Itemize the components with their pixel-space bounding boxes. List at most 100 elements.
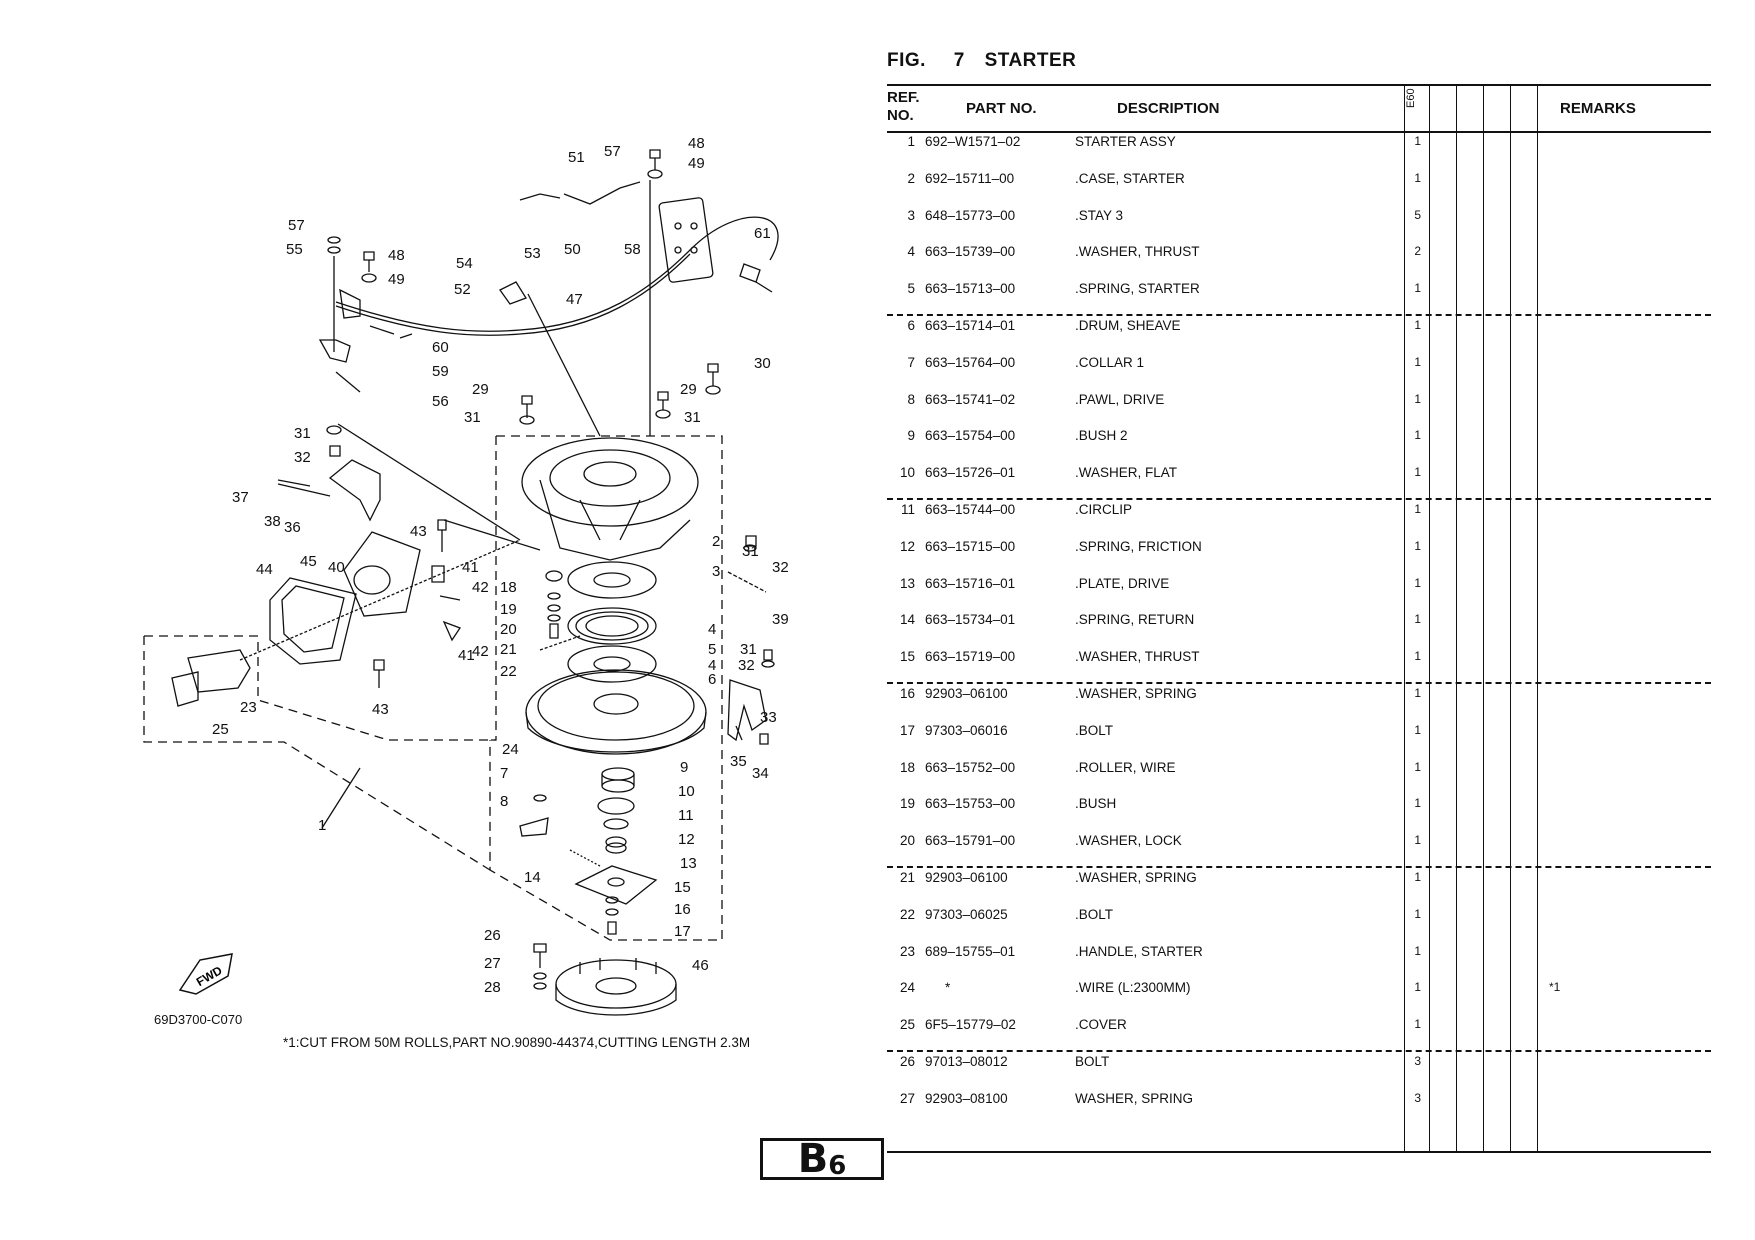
description-cell: .WASHER, FLAT xyxy=(1075,465,1178,481)
column-divider xyxy=(1483,84,1484,1152)
callout-label: 4 xyxy=(708,621,716,638)
callout-label: 9 xyxy=(680,759,688,776)
page-label-letter: B xyxy=(797,1136,829,1182)
group-separator xyxy=(887,682,1711,684)
part-no-cell: 689–15755–01 xyxy=(925,943,1016,959)
table-row: 1 692–W1571–02 STARTER ASSY 1 xyxy=(887,134,1711,170)
description-cell: .WASHER, THRUST xyxy=(1075,649,1200,665)
column-divider xyxy=(1510,84,1511,1152)
header-ref-line2: NO. xyxy=(887,107,914,124)
part-no-cell: 97013–08012 xyxy=(925,1054,1008,1069)
qty-cell: 1 xyxy=(1414,538,1421,553)
callout-label: 39 xyxy=(772,611,789,628)
header-part-no: PART NO. xyxy=(966,100,1037,117)
ref-cell: 17 xyxy=(899,722,915,738)
column-divider xyxy=(1537,84,1538,1152)
callout-label: 3 xyxy=(712,563,720,580)
ref-cell: 8 xyxy=(907,391,915,407)
description-cell: .STAY 3 xyxy=(1075,207,1124,223)
callout-label: 29 xyxy=(472,381,489,398)
header-description: DESCRIPTION xyxy=(1117,100,1220,117)
callout-label: 17 xyxy=(674,923,691,940)
cover-46 xyxy=(555,959,677,1009)
description-cell: STARTER ASSY xyxy=(1075,134,1176,149)
callout-label: 41 xyxy=(458,647,475,664)
callout-label: 42 xyxy=(472,643,489,660)
callout-label: 59 xyxy=(432,363,449,380)
callout-label: 2 xyxy=(712,533,720,550)
ref-cell: 3 xyxy=(907,207,915,223)
column-divider xyxy=(1429,84,1430,1152)
callout-label: 7 xyxy=(500,765,508,782)
callout-label: 43 xyxy=(372,701,389,718)
ref-cell: 1 xyxy=(907,134,915,149)
header-ref-line1: REF. xyxy=(887,89,920,106)
table-header-rule xyxy=(887,131,1711,133)
table-bottom-rule xyxy=(887,1151,1711,1153)
group-separator xyxy=(887,1050,1711,1052)
qty-cell: 1 xyxy=(1414,1017,1421,1032)
callout-labels: 1234546789101112131415161718192021222324… xyxy=(212,135,789,996)
ref-cell: 24 xyxy=(899,980,915,996)
callout-label: 43 xyxy=(410,523,427,540)
footnote: *1:CUT FROM 50M ROLLS,PART NO.90890-4437… xyxy=(283,1035,751,1050)
qty-cell: 5 xyxy=(1414,207,1421,222)
callout-label: 31 xyxy=(742,543,759,560)
callout-label: 31 xyxy=(464,409,481,426)
callout-label: 32 xyxy=(772,559,789,576)
ref-cell: 18 xyxy=(899,759,915,775)
callout-label: 26 xyxy=(484,927,501,944)
callout-label: 36 xyxy=(284,519,301,536)
callout-label: 48 xyxy=(688,135,705,152)
callout-label: 32 xyxy=(738,657,755,674)
ref-cell: 2 xyxy=(907,170,915,186)
exploded-parts-diagram: FWD 123454678910111213141516171819202122… xyxy=(143,135,789,1016)
table-row: 23 689–15755–01 .HANDLE, STARTER 1 xyxy=(887,944,1711,980)
part-no-cell: 663–15741–02 xyxy=(925,391,1016,407)
description-cell: .COVER xyxy=(1075,1017,1127,1033)
callout-label: 30 xyxy=(754,355,771,372)
callout-label: 25 xyxy=(212,721,229,738)
description-cell: .CIRCLIP xyxy=(1075,502,1133,517)
description-cell: .CASE, STARTER xyxy=(1075,170,1185,186)
qty-cell: 1 xyxy=(1414,575,1421,590)
header-ref-no: REF. NO. xyxy=(887,89,920,125)
description-cell: .BUSH xyxy=(1075,796,1117,812)
description-cell: BOLT xyxy=(1075,1054,1110,1069)
callout-label: 35 xyxy=(730,753,747,770)
qty-cell: 1 xyxy=(1414,943,1421,958)
qty-cell: 1 xyxy=(1414,428,1421,443)
ref-cell: 23 xyxy=(899,943,915,959)
header-remarks: REMARKS xyxy=(1560,100,1636,117)
description-cell: .SPRING, STARTER xyxy=(1075,281,1200,297)
ref-cell: 6 xyxy=(907,318,915,333)
remarks-cell: *1 xyxy=(1549,980,1561,995)
callout-label: 40 xyxy=(328,559,345,576)
part-no-cell: 663–15726–01 xyxy=(925,465,1016,481)
fwd-arrow-icon: FWD xyxy=(178,953,233,995)
callout-label: 49 xyxy=(388,271,405,288)
qty-cell: 1 xyxy=(1414,134,1421,148)
callout-label: 53 xyxy=(524,245,541,262)
callout-label: 8 xyxy=(500,793,508,810)
bracket-36 xyxy=(328,459,381,522)
part-no-cell: 692–W1571–02 xyxy=(925,134,1021,149)
ref-cell: 16 xyxy=(899,686,915,701)
description-cell: .HANDLE, STARTER xyxy=(1075,943,1203,959)
description-cell: .WIRE (L:2300MM) xyxy=(1075,980,1191,996)
spring-5 xyxy=(567,607,657,645)
part-no-cell: 663–15744–00 xyxy=(925,502,1016,517)
callout-label: 45 xyxy=(300,553,317,570)
group-separator xyxy=(887,866,1711,868)
header-model-e60: E60 xyxy=(1405,88,1417,108)
description-cell: .BOLT xyxy=(1075,722,1114,738)
description-cell: .DRUM, SHEAVE xyxy=(1075,318,1181,333)
bush-9 xyxy=(601,767,635,781)
